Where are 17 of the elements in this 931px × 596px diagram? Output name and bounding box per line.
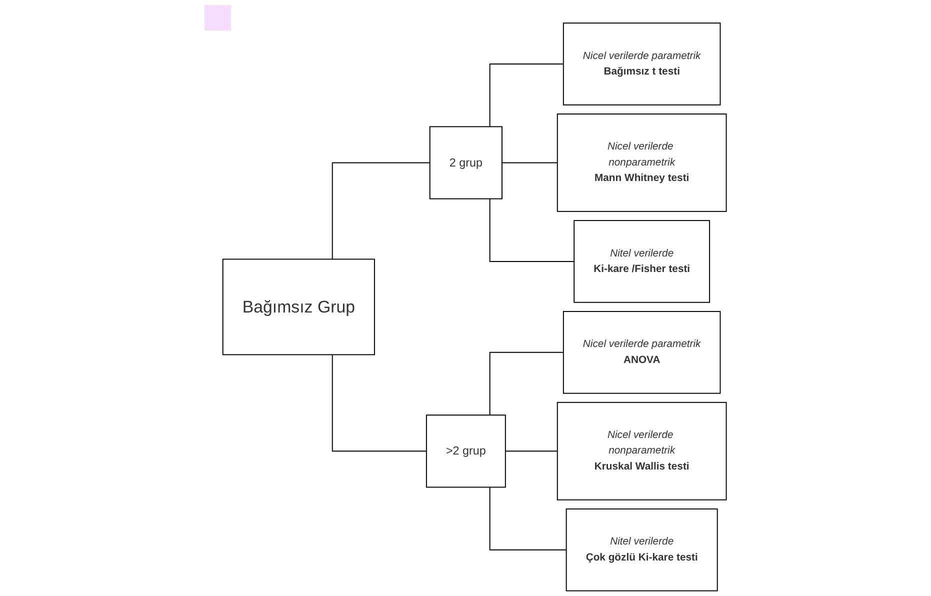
connector: [502, 162, 558, 164]
connector: [489, 198, 575, 262]
connector: [489, 486, 567, 550]
connector: [504, 450, 558, 452]
connector: [489, 352, 564, 416]
node-box: Bağımsız Grup: [222, 258, 375, 356]
connector: [489, 64, 564, 128]
node-box: Nitel verilerde Ki-kare /Fisher testi: [574, 220, 710, 303]
node-box: Nicel verilerde nonparametrik Mann Whitney testi: [556, 114, 727, 212]
node-box: >2 grup: [426, 414, 506, 488]
node-box: 2 grup: [429, 126, 503, 200]
node-box: Nitel verilerde Çok gözlü Ki-kare testi: [566, 508, 718, 592]
connector: [332, 354, 427, 452]
node-box: Nicel verilerde nonparametrik Kruskal Wallis testi: [556, 402, 727, 500]
node-box: Nicel verilerde parametrik ANOVA: [562, 311, 721, 394]
node-box: Nicel verilerde parametrik Bağımsız t testi: [562, 22, 721, 106]
connector: [332, 162, 430, 260]
